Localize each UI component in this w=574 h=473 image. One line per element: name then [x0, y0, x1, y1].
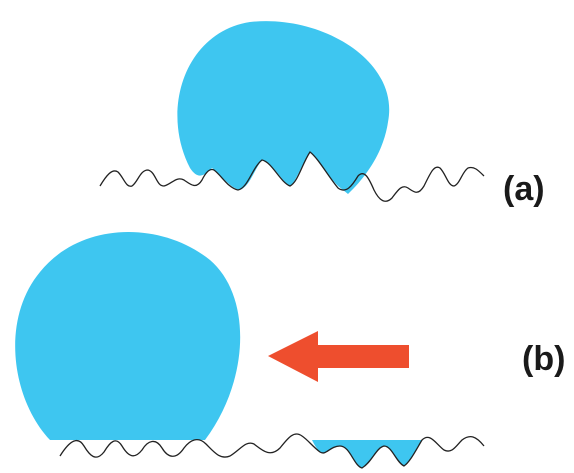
panel-label-b: (b) [522, 340, 566, 378]
surface-b [59, 433, 485, 469]
panel-b [15, 232, 485, 469]
droplet-a [177, 21, 390, 194]
droplet-b [15, 232, 241, 440]
surface-a [99, 151, 485, 202]
panel-a [99, 21, 485, 202]
residual-liquid-b [312, 440, 422, 468]
panel-label-a: (a) [503, 170, 545, 208]
left-arrow-icon [268, 331, 409, 382]
